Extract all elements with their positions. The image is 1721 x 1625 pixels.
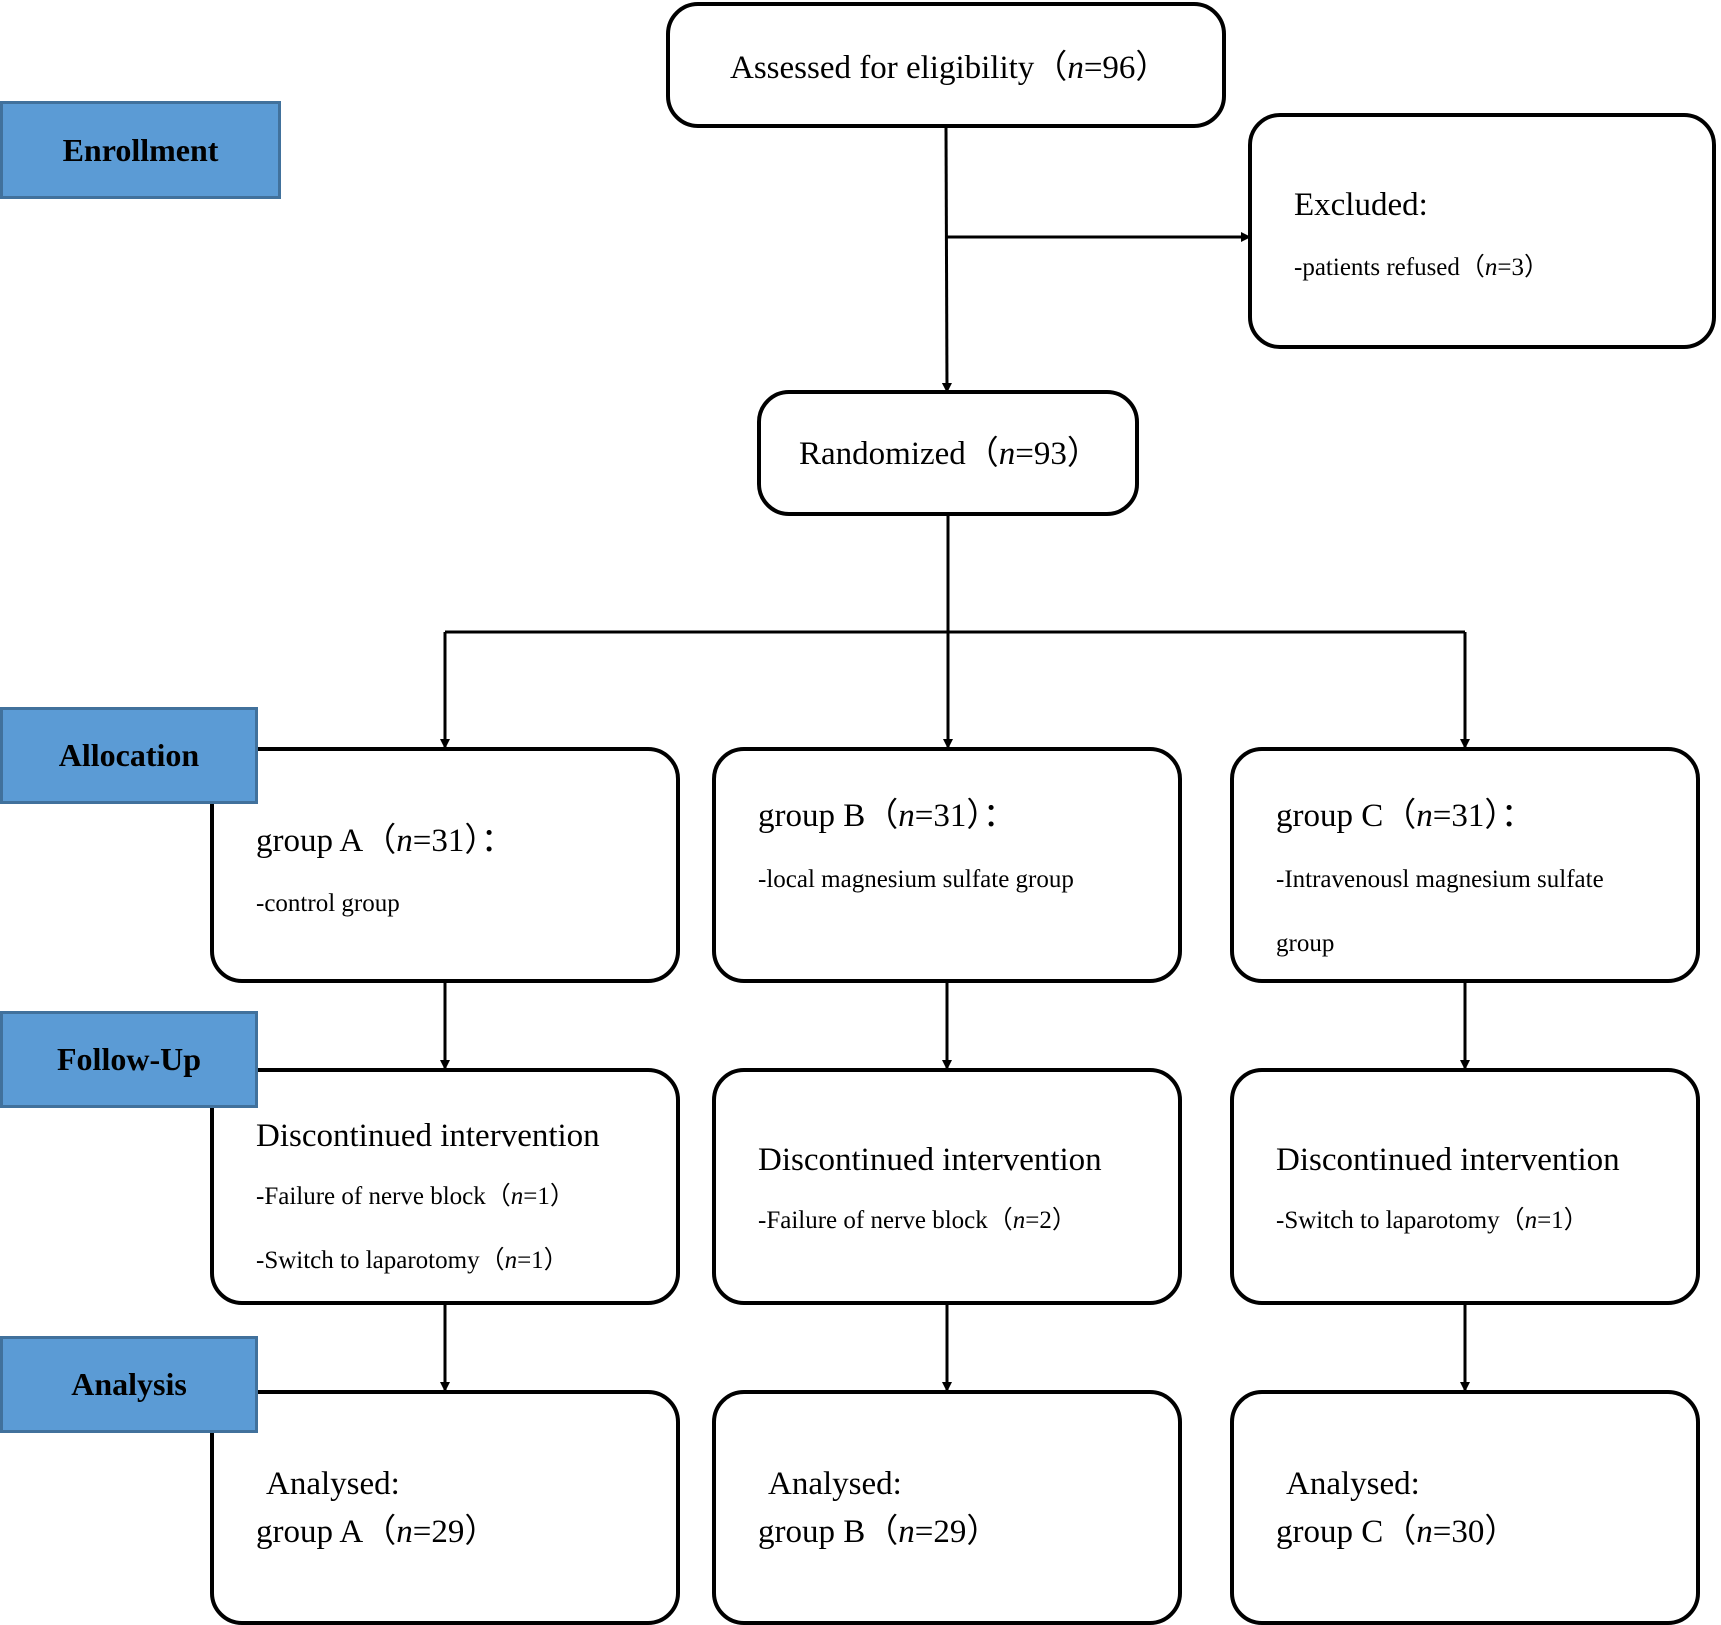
allocation-desc-b: -local magnesium sulfate group: [758, 866, 1074, 893]
allocation-label-c: group C（n=31）：: [1276, 798, 1534, 834]
allocation-box-a: group A（n=31）： -control group: [210, 747, 680, 983]
followup-box-a: Discontinued intervention -Failure of ne…: [210, 1068, 680, 1305]
assessed-box: Assessed for eligibility（n=96）: [666, 2, 1226, 128]
analysis-group-b: group B（n=29）: [758, 1514, 1000, 1550]
stage-label-analysis: Analysis: [0, 1336, 258, 1433]
allocation-desc-a: -control group: [256, 890, 400, 917]
allocation-label-a: group A（n=31）：: [256, 823, 514, 859]
allocation-desc-c-line1: -Intravenousl magnesium sulfate: [1276, 866, 1604, 893]
followup-box-b: Discontinued intervention -Failure of ne…: [712, 1068, 1182, 1305]
randomized-text: Randomized（n=93）: [799, 436, 1100, 472]
followup-item-a-1: -Failure of nerve block（n=1）: [256, 1183, 575, 1210]
arrow-assessed-to-randomized: [941, 127, 952, 393]
excluded-title: Excluded:: [1294, 187, 1428, 223]
excluded-box: Excluded: -patients refused（n=3）: [1248, 113, 1716, 349]
analysis-title-c: Analysed:: [1286, 1466, 1420, 1502]
excluded-reason: -patients refused（n=3）: [1294, 254, 1550, 281]
analysis-box-a: Analysed: group A（n=29）: [210, 1390, 680, 1625]
followup-box-c: Discontinued intervention -Switch to lap…: [1230, 1068, 1700, 1305]
allocation-box-b: group B（n=31）： -local magnesium sulfate …: [712, 747, 1182, 983]
allocation-desc-c-line2: group: [1276, 930, 1335, 957]
assessed-text: Assessed for eligibility（n=96）: [730, 50, 1169, 86]
analysis-group-a: group A（n=29）: [256, 1514, 498, 1550]
analysis-group-c: group C（n=30）: [1276, 1514, 1518, 1550]
analysis-box-b: Analysed: group B（n=29）: [712, 1390, 1182, 1625]
followup-title-c: Discontinued intervention: [1276, 1142, 1620, 1178]
analysis-title-b: Analysed:: [768, 1466, 902, 1502]
allocation-box-c: group C（n=31）： -Intravenousl magnesium s…: [1230, 747, 1700, 983]
analysis-box-c: Analysed: group C（n=30）: [1230, 1390, 1700, 1625]
stage-label-allocation: Allocation: [0, 707, 258, 804]
followup-item-c-1: -Switch to laparotomy（n=1）: [1276, 1207, 1589, 1234]
followup-item-a-2: -Switch to laparotomy（n=1）: [256, 1247, 569, 1274]
analysis-title-a: Analysed:: [266, 1466, 400, 1502]
allocation-label-b: group B（n=31）：: [758, 798, 1016, 834]
stage-label-follow-up: Follow-Up: [0, 1011, 258, 1108]
followup-title-a: Discontinued intervention: [256, 1118, 600, 1154]
stage-label-enrollment: Enrollment: [0, 101, 281, 199]
followup-item-b-1: -Failure of nerve block（n=2）: [758, 1207, 1077, 1234]
randomized-box: Randomized（n=93）: [757, 390, 1139, 516]
followup-title-b: Discontinued intervention: [758, 1142, 1102, 1178]
